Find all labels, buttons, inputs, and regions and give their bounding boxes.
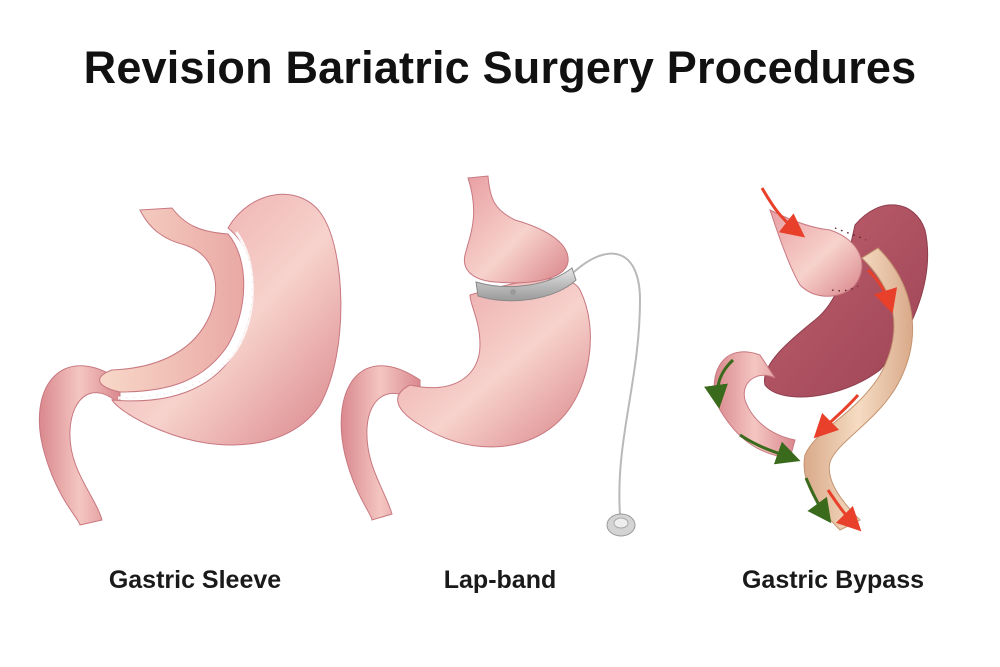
- caption-lap-band: Lap-band: [443, 566, 557, 594]
- bypass-red-arrow-4: [826, 489, 862, 532]
- gastric-bypass-illustration: [704, 187, 929, 532]
- lap-band-pouch: [463, 175, 569, 284]
- lap-band-port: [606, 513, 636, 537]
- sleeve-tube: [99, 207, 245, 393]
- sleeve-duodenum: [38, 365, 121, 526]
- lap-band-lower-stomach: [397, 278, 591, 448]
- caption-gastric-sleeve: Gastric Sleeve: [108, 566, 282, 594]
- caption-gastric-bypass: Gastric Bypass: [741, 566, 925, 594]
- bypass-red-arrow-2: [866, 268, 898, 314]
- bypass-red-arrow-1: [760, 187, 806, 238]
- lap-band-duodenum: [340, 365, 421, 521]
- lap-band-ring: [475, 267, 577, 302]
- page-title: Revision Bariatric Surgery Procedures: [83, 42, 917, 93]
- bypass-pouch: [769, 209, 863, 297]
- gastric-sleeve-illustration: [38, 193, 342, 526]
- bypass-green-arrow-3: [804, 477, 832, 524]
- bypass-green-arrow-1: [704, 358, 735, 409]
- bypass-remnant-stomach: [764, 204, 929, 398]
- bypass-red-arrow-3: [813, 394, 860, 439]
- bypass-green-arrow-2: [739, 433, 801, 465]
- lap-band-tube: [573, 252, 642, 516]
- lap-band-illustration: [340, 175, 642, 537]
